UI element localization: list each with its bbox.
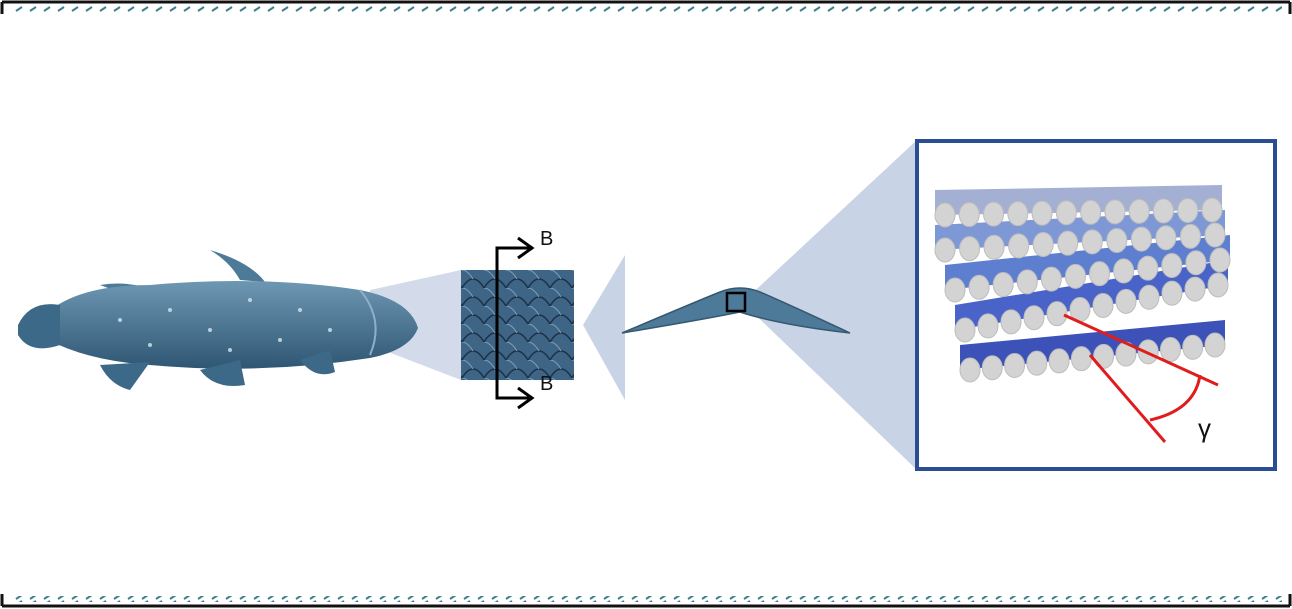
fiber-end xyxy=(1130,226,1152,252)
fiber-end xyxy=(1138,284,1160,310)
fiber-end xyxy=(1159,337,1181,363)
fiber-end xyxy=(959,357,981,383)
fiber-end xyxy=(1128,198,1150,224)
fiber-end xyxy=(1004,352,1026,378)
fiber-end xyxy=(1008,233,1030,259)
fiber-end xyxy=(1104,199,1126,225)
bottom-dashed-border xyxy=(12,596,1282,602)
section-label-top: B xyxy=(540,228,553,250)
fiber-end xyxy=(1023,305,1045,331)
fiber-end xyxy=(1040,266,1062,292)
angle-label-gamma: γ xyxy=(1198,413,1211,443)
fiber-end xyxy=(1184,276,1206,302)
fiber-end xyxy=(1113,258,1135,284)
fiber-end xyxy=(977,313,999,339)
fiber-end xyxy=(1007,201,1029,227)
fiber-end xyxy=(958,202,980,228)
fiber-end xyxy=(1137,255,1159,281)
fiber-end xyxy=(1064,263,1086,289)
fiber-layer xyxy=(959,320,1226,383)
fiber-end xyxy=(1204,222,1226,248)
fiber-end xyxy=(944,277,966,303)
fiber-layer xyxy=(934,210,1226,263)
fiber-end xyxy=(1093,343,1115,369)
fiber-end xyxy=(1161,252,1183,278)
detail-cone xyxy=(745,140,917,470)
fiber-end xyxy=(1179,223,1201,249)
fiber-layer-stack xyxy=(934,185,1231,383)
fiber-end xyxy=(1048,348,1070,374)
fiber-end xyxy=(1155,225,1177,251)
fiber-layer xyxy=(944,235,1231,303)
coelacanth-fish-illustration xyxy=(18,250,418,390)
section-label-bottom: B xyxy=(540,373,553,395)
fiber-layer xyxy=(934,185,1223,228)
section-line-b-b xyxy=(495,236,535,410)
fiber-end xyxy=(1032,232,1054,258)
fiber-end xyxy=(954,317,976,343)
fiber-end xyxy=(983,201,1005,227)
fiber-end xyxy=(1092,292,1114,318)
fiber-end xyxy=(1115,288,1137,314)
fiber-end xyxy=(1152,198,1174,224)
fiber-end xyxy=(1080,199,1102,225)
fiber-end xyxy=(1000,309,1022,335)
fiber-end xyxy=(983,234,1005,260)
fiber-end xyxy=(1089,261,1111,287)
fiber-end xyxy=(1031,200,1053,226)
fiber-end xyxy=(1209,247,1231,273)
twist-angle-marker xyxy=(1063,313,1219,443)
top-dashed-border xyxy=(12,6,1282,12)
fiber-end xyxy=(1026,350,1048,376)
fiber-end xyxy=(934,237,956,263)
fiber-end xyxy=(1057,230,1079,256)
fiber-end xyxy=(1161,280,1183,306)
fiber-end xyxy=(1081,229,1103,255)
fiber-end xyxy=(1201,197,1223,223)
fiber-end xyxy=(1185,250,1207,276)
fiber-end xyxy=(959,236,981,262)
fiber-end xyxy=(1046,301,1068,327)
cross-section-detail-marker xyxy=(725,291,747,313)
fiber-end xyxy=(934,202,956,228)
fiber-end xyxy=(1207,272,1229,298)
fiber-end xyxy=(1106,227,1128,253)
fiber-end xyxy=(992,272,1014,298)
fiber-layer xyxy=(954,260,1229,343)
scale-cross-section-cone xyxy=(583,255,625,400)
fiber-end xyxy=(1204,332,1226,358)
fiber-end xyxy=(981,355,1003,381)
fiber-end xyxy=(1055,200,1077,226)
fiber-end xyxy=(1182,334,1204,360)
fiber-end xyxy=(1070,346,1092,372)
fiber-end xyxy=(1016,269,1038,295)
scale-texture-patch xyxy=(461,270,574,380)
fiber-end xyxy=(968,274,990,300)
fiber-end xyxy=(1177,197,1199,223)
